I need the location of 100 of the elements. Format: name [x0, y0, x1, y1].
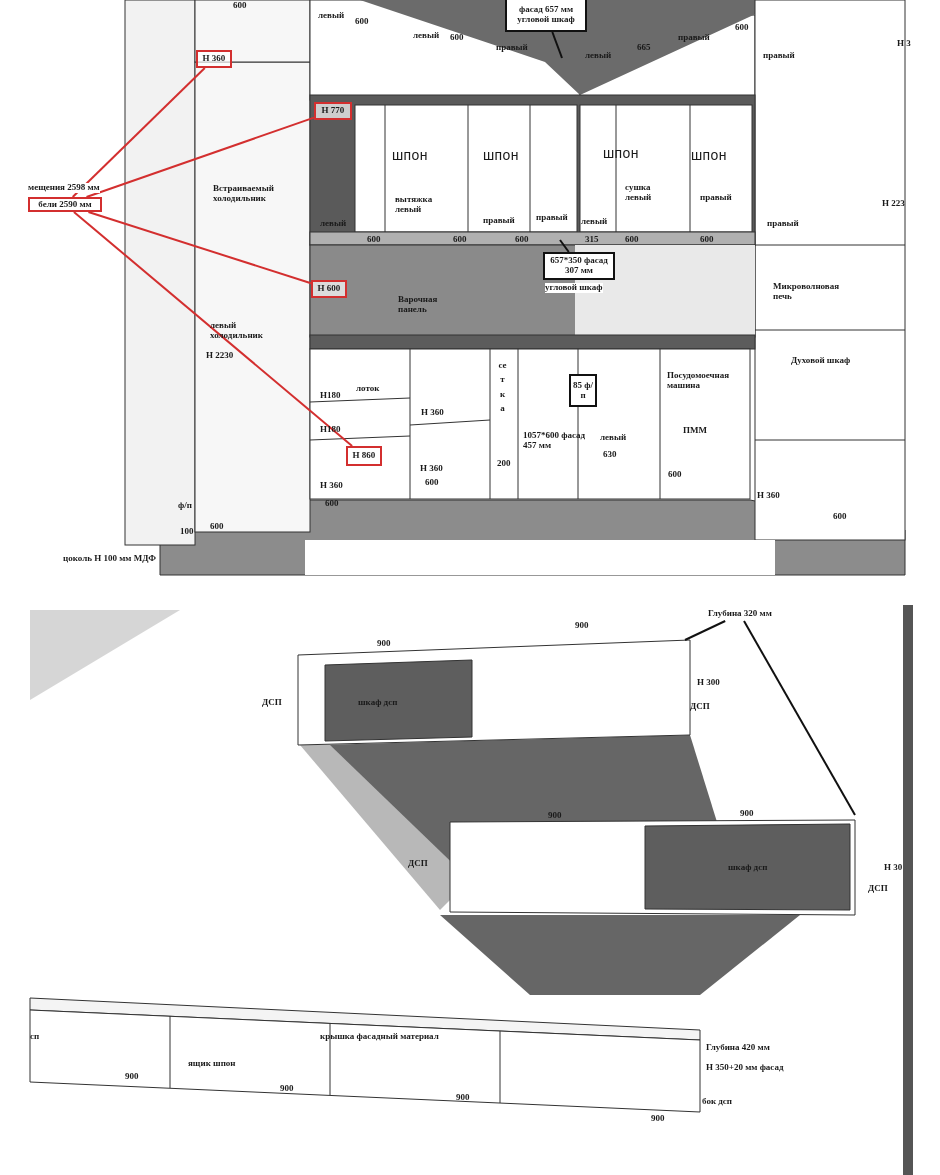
annotation-label: Н 223: [882, 198, 905, 209]
callout-box: [314, 102, 352, 120]
annotation-label: правый: [536, 212, 568, 223]
callout-text: Н 860: [352, 451, 376, 461]
annotation-label: левый: [320, 218, 347, 229]
annotation-label: ДСП: [868, 883, 888, 894]
annotation-label: Н 360: [421, 407, 444, 418]
annotation-label: 600: [625, 234, 639, 245]
annotation-label: ящик шпон: [188, 1058, 237, 1069]
leader-line: [85, 116, 315, 198]
annotation-label: шкаф дсп: [358, 697, 398, 708]
annotation-label: Н 3: [897, 38, 911, 49]
annotation-label: Н 350+20 мм фасад: [706, 1062, 784, 1073]
callout-box: [569, 374, 597, 407]
annotation-label: ф/п: [178, 500, 192, 511]
annotation-label: 315: [585, 234, 599, 245]
annotation-label: 200: [497, 458, 511, 469]
annotation-label: Встраиваемый холодильник: [213, 183, 275, 204]
annotation-label: шпон: [691, 148, 727, 162]
annotation-label: левый: [581, 216, 608, 227]
annotation-label: Варочная панель: [398, 294, 439, 315]
annotation-label: 900: [651, 1113, 665, 1124]
annotation-label: сушка левый: [625, 182, 653, 203]
annotation-label: Н 360: [757, 490, 780, 501]
annotation-label: 900: [377, 638, 391, 649]
annotation-label: 1057*600 фасад 457 мм: [523, 430, 587, 451]
callout-text: Глубина 320 мм: [708, 609, 772, 619]
annotation-label: 600: [833, 511, 847, 522]
annotation-label: шкаф дсп: [728, 862, 768, 873]
annotation-label: мещения 2598 мм: [28, 183, 100, 193]
annotation-label: 600: [735, 22, 749, 33]
callout-box: [196, 50, 232, 68]
annotation-label: Н 360: [320, 480, 343, 491]
callout-box: [311, 280, 347, 298]
annotation-label: угловой шкаф: [545, 283, 603, 293]
annotation-label: Н180: [320, 390, 341, 401]
callout-box: [28, 197, 102, 212]
annotation-label: 900: [280, 1083, 294, 1094]
annotation-label: 600: [450, 32, 464, 43]
leader-line: [551, 31, 563, 59]
callout-text: Н 770: [321, 106, 345, 116]
annotation-label: шпон: [483, 148, 519, 162]
annotation-label: 100: [180, 526, 194, 537]
annotation-label: 600: [355, 16, 369, 27]
annotation-label: 600: [233, 0, 247, 11]
callout-text: Н 360: [202, 54, 226, 64]
annotation-label: левый: [600, 432, 627, 443]
annotation-label: Духовой шкаф: [791, 355, 852, 366]
annotation-label: 600: [325, 498, 339, 509]
annotation-label: левый: [318, 10, 345, 21]
callout-text: фасад 657 мм угловой шкаф: [516, 5, 576, 25]
annotation-label: крышка фасадный материал: [320, 1031, 439, 1042]
annotation-label: ПММ: [683, 425, 707, 436]
leader-line: [684, 620, 727, 641]
callout-box: [346, 446, 382, 466]
annotation-label: ДСП: [262, 697, 282, 708]
leader-line: [72, 211, 354, 447]
annotation-label: правый: [496, 42, 528, 53]
annotation-label: сп: [30, 1031, 40, 1042]
annotation-label: лоток: [356, 383, 380, 394]
annotation-label: Н 2230: [206, 350, 234, 361]
annotation-label: цоколь Н 100 мм МДФ: [63, 553, 156, 564]
annotation-label: 600: [515, 234, 529, 245]
annotation-label: сетка: [498, 359, 507, 416]
annotation-label: 630: [603, 449, 617, 460]
annotation-label: бок дсп: [702, 1096, 733, 1107]
leader-line: [87, 211, 312, 285]
annotation-label: шпон: [392, 148, 428, 162]
annotation-label: вытяжка левый: [395, 194, 434, 215]
annotation-label: 900: [575, 620, 589, 631]
annotation-label: 900: [740, 808, 754, 819]
annotation-label: правый: [763, 50, 795, 61]
callout-text: бели 2590 мм: [38, 199, 92, 210]
annotation-label: 665: [637, 42, 651, 53]
annotation-label: Н 360: [420, 463, 443, 474]
annotation-label: Н 30: [884, 862, 903, 873]
annotation-label: 600: [367, 234, 381, 245]
leader-line: [559, 239, 570, 253]
annotation-label: правый: [700, 192, 732, 203]
annotation-label: правый: [767, 218, 799, 229]
annotation-label: 600: [425, 477, 439, 488]
annotation-label: шпон: [603, 146, 639, 160]
callout-box: [543, 252, 615, 280]
annotation-label: 900: [125, 1071, 139, 1082]
leader-line: [71, 67, 206, 198]
annotation-label: 900: [456, 1092, 470, 1103]
annotation-label: 600: [700, 234, 714, 245]
callout-box: [505, 0, 587, 32]
callout-text: 657*350 фасад 307 мм: [549, 256, 609, 276]
annotation-label: Глубина 420 мм: [706, 1042, 770, 1053]
annotation-label: левый: [585, 50, 612, 61]
annotation-label: 600: [453, 234, 467, 245]
annotation-label: ДСП: [690, 701, 710, 712]
annotation-label: 600: [668, 469, 682, 480]
annotation-label: левый: [413, 30, 440, 41]
callout-text: Н 600: [317, 284, 341, 294]
annotation-label: 900: [548, 810, 562, 821]
annotation-label: 600: [210, 521, 224, 532]
annotation-label: ДСП: [408, 858, 428, 869]
leader-line: [743, 620, 856, 816]
